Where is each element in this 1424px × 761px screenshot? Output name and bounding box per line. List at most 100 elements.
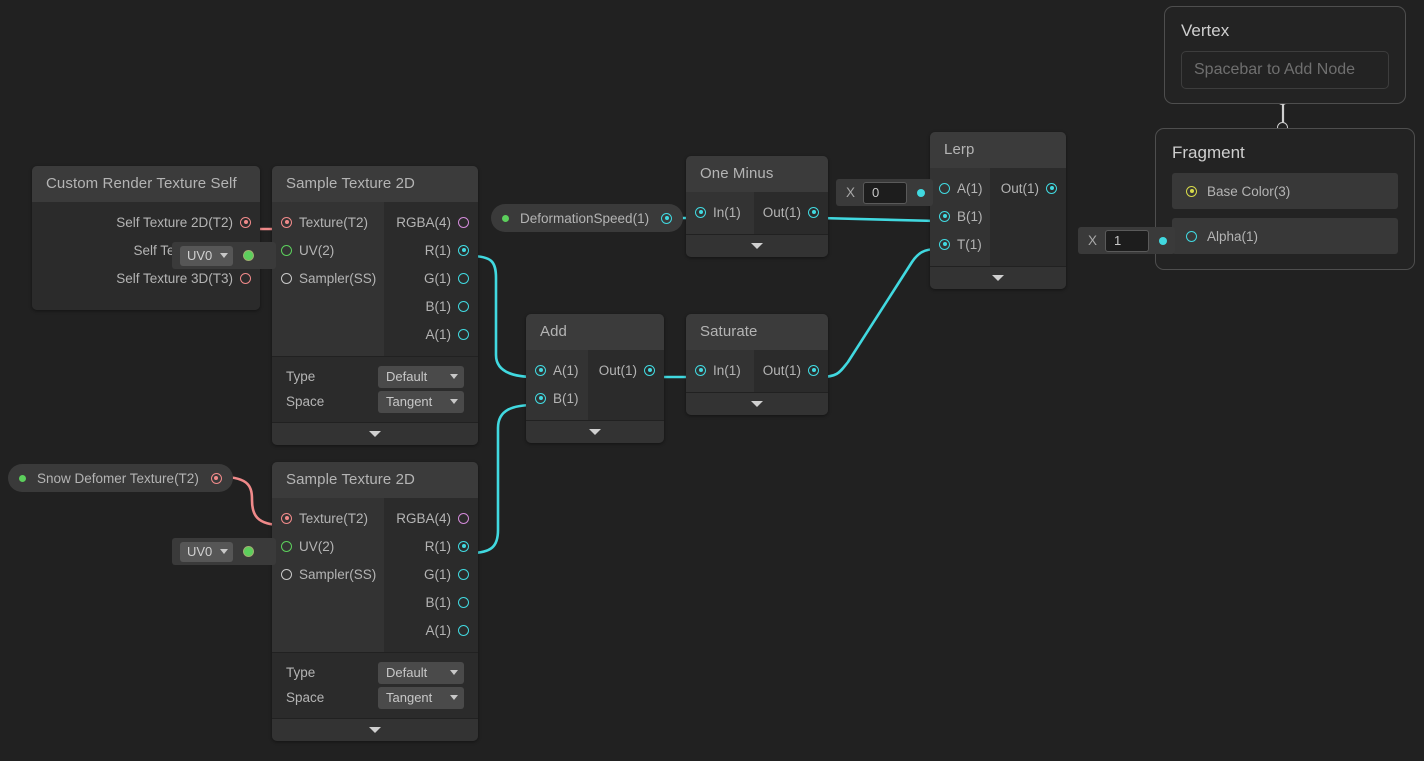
input-slot-sampler[interactable]: [281, 272, 292, 284]
output-slot-b[interactable]: [458, 596, 469, 608]
output-slot-out[interactable]: [644, 364, 655, 376]
uv-output-slot[interactable]: [243, 546, 255, 557]
port-row-g[interactable]: G(1): [384, 560, 478, 588]
port-row-uv[interactable]: UV(2): [272, 236, 384, 264]
node-one-minus[interactable]: One Minus In(1) Out(1): [686, 156, 828, 257]
input-slot-in[interactable]: [695, 206, 706, 218]
port-row-out[interactable]: Out(1): [754, 356, 828, 384]
port-row-rgba[interactable]: RGBA(4): [384, 208, 478, 236]
output-slot-out[interactable]: [1046, 182, 1057, 194]
port-row-texture[interactable]: Texture(T2): [272, 208, 384, 236]
port-row-a[interactable]: A(1): [384, 320, 478, 348]
port-row-in[interactable]: In(1): [686, 356, 754, 384]
port-row-sampler[interactable]: Sampler(SS): [272, 264, 384, 292]
fragment-block-base-color[interactable]: Base Color(3): [1172, 173, 1398, 209]
space-dropdown[interactable]: Tangent: [378, 686, 464, 709]
uv-channel-widget-bottom[interactable]: UV0: [172, 538, 276, 565]
output-slot-a[interactable]: [458, 328, 469, 340]
master-block-vertex[interactable]: Vertex Spacebar to Add Node: [1164, 6, 1406, 104]
x-value-input[interactable]: 1: [1105, 229, 1150, 252]
node-sample-texture-2d-bottom[interactable]: Sample Texture 2D Texture(T2) UV(2) Samp…: [272, 462, 478, 741]
input-slot-uv[interactable]: [281, 244, 292, 256]
port-row-texture[interactable]: Texture(T2): [272, 504, 384, 532]
port-row-rgba[interactable]: RGBA(4): [384, 504, 478, 532]
output-slot-self-texture-2d[interactable]: [240, 216, 251, 228]
vertex-add-node-hint[interactable]: Spacebar to Add Node: [1181, 51, 1389, 89]
node-saturate[interactable]: Saturate In(1) Out(1): [686, 314, 828, 415]
input-slot-t[interactable]: [939, 238, 950, 250]
port-row-out[interactable]: Out(1): [990, 174, 1066, 202]
port-row-self-texture-2d[interactable]: Self Texture 2D(T2): [32, 208, 260, 236]
port-row-b[interactable]: B(1): [384, 292, 478, 320]
input-slot-b[interactable]: [939, 210, 950, 222]
output-slot-g[interactable]: [458, 272, 469, 284]
port-row-a[interactable]: A(1): [526, 356, 588, 384]
input-slot-alpha[interactable]: [1186, 230, 1197, 242]
port-row-a[interactable]: A(1): [384, 616, 478, 644]
input-slot-texture[interactable]: [281, 216, 292, 228]
node-lerp[interactable]: Lerp A(1) B(1) T(1) Out(1): [930, 132, 1066, 289]
value-widget-alpha[interactable]: X 1: [1078, 227, 1176, 254]
input-slot-b[interactable]: [535, 392, 546, 404]
type-dropdown[interactable]: Default: [378, 365, 464, 388]
uv-channel-widget-top[interactable]: UV0: [172, 242, 276, 269]
property-node-snow-defomer-texture[interactable]: Snow Defomer Texture(T2): [8, 464, 233, 492]
x-value-input[interactable]: 0: [863, 181, 908, 204]
port-row-b[interactable]: B(1): [930, 202, 990, 230]
value-output-slot[interactable]: [917, 188, 926, 197]
output-slot-out[interactable]: [808, 206, 819, 218]
node-sample-texture-2d-top[interactable]: Sample Texture 2D Texture(T2) UV(2) Samp…: [272, 166, 478, 445]
input-slot-a[interactable]: [939, 182, 950, 194]
output-slot-g[interactable]: [458, 568, 469, 580]
setting-row-space[interactable]: Space Tangent: [272, 685, 478, 710]
uv-dropdown[interactable]: UV0: [180, 541, 234, 562]
value-output-slot[interactable]: [1159, 236, 1168, 245]
node-custom-render-texture-self[interactable]: Custom Render Texture Self Self Texture …: [32, 166, 260, 310]
output-slot-rgba[interactable]: [458, 512, 469, 524]
collapse-toggle[interactable]: [272, 718, 478, 741]
port-row-g[interactable]: G(1): [384, 264, 478, 292]
uv-output-slot[interactable]: [243, 250, 255, 261]
output-slot-out[interactable]: [808, 364, 819, 376]
setting-row-space[interactable]: Space Tangent: [272, 389, 478, 414]
port-row-sampler[interactable]: Sampler(SS): [272, 560, 384, 588]
port-row-in[interactable]: In(1): [686, 198, 754, 226]
node-add[interactable]: Add A(1) B(1) Out(1): [526, 314, 664, 443]
output-slot-self-texture-3d[interactable]: [240, 272, 251, 284]
uv-dropdown[interactable]: UV0: [180, 245, 234, 266]
port-row-out[interactable]: Out(1): [754, 198, 828, 226]
port-row-b[interactable]: B(1): [384, 588, 478, 616]
port-row-uv[interactable]: UV(2): [272, 532, 384, 560]
port-row-b[interactable]: B(1): [526, 384, 588, 412]
output-slot-float[interactable]: [661, 212, 673, 224]
port-row-r[interactable]: R(1): [384, 532, 478, 560]
output-slot-b[interactable]: [458, 300, 469, 312]
collapse-toggle[interactable]: [686, 234, 828, 257]
fragment-block-alpha[interactable]: Alpha(1): [1172, 218, 1398, 254]
input-slot-in[interactable]: [695, 364, 706, 376]
type-dropdown[interactable]: Default: [378, 661, 464, 684]
space-dropdown[interactable]: Tangent: [378, 390, 464, 413]
port-row-a[interactable]: A(1): [930, 174, 990, 202]
output-slot-r[interactable]: [458, 540, 469, 552]
port-row-r[interactable]: R(1): [384, 236, 478, 264]
input-slot-a[interactable]: [535, 364, 546, 376]
output-slot-r[interactable]: [458, 244, 469, 256]
value-widget-lerp-a[interactable]: X 0: [836, 179, 934, 206]
setting-row-type[interactable]: Type Default: [272, 364, 478, 389]
master-block-fragment[interactable]: Fragment Base Color(3) Alpha(1): [1155, 128, 1415, 270]
setting-row-type[interactable]: Type Default: [272, 660, 478, 685]
input-slot-sampler[interactable]: [281, 568, 292, 580]
port-row-self-texture-3d[interactable]: Self Texture 3D(T3): [32, 264, 260, 292]
collapse-toggle[interactable]: [526, 420, 664, 443]
output-slot-texture[interactable]: [210, 472, 222, 484]
input-slot-uv[interactable]: [281, 540, 292, 552]
output-slot-rgba[interactable]: [458, 216, 469, 228]
output-slot-a[interactable]: [458, 624, 469, 636]
input-slot-base-color[interactable]: [1186, 185, 1197, 197]
collapse-toggle[interactable]: [272, 422, 478, 445]
property-node-deformation-speed[interactable]: DeformationSpeed(1): [491, 204, 684, 232]
port-row-out[interactable]: Out(1): [588, 356, 664, 384]
collapse-toggle[interactable]: [930, 266, 1066, 289]
